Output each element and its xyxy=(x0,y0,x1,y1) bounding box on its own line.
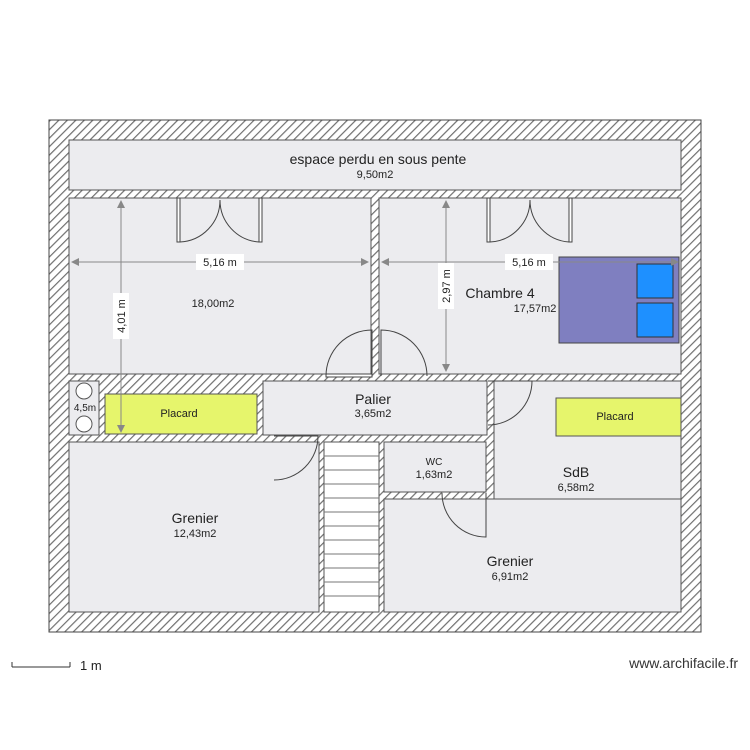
room-area-espace-perdu: 9,50m2 xyxy=(357,169,394,181)
fixture-circle-icon xyxy=(75,382,93,400)
room-name-wc: WC xyxy=(426,457,443,468)
room-area-grenier-right: 6,91m2 xyxy=(492,571,529,583)
dimension-right-width: 5,16 m xyxy=(512,257,546,269)
room-espace-perdu xyxy=(68,139,682,191)
room-area-wc: 1,63m2 xyxy=(416,469,453,481)
site-credit: www.archifacile.fr xyxy=(629,655,738,671)
room-wc xyxy=(383,441,487,493)
room-name-sdb: SdB xyxy=(563,464,589,480)
door-icon xyxy=(486,197,573,243)
door-icon xyxy=(176,197,263,243)
room-grenier-left xyxy=(68,441,320,613)
door-icon xyxy=(273,435,319,481)
room-grenier-right xyxy=(383,498,682,613)
room-name-espace-perdu: espace perdu en sous pente xyxy=(290,151,467,167)
scale-label: 1 m xyxy=(80,658,102,673)
room-area-chambre4: 17,57m2 xyxy=(514,303,557,315)
dimension-right-height: 2,97 m xyxy=(441,269,453,303)
staircase xyxy=(323,441,380,613)
fixture-circle-icon xyxy=(75,415,93,433)
room-area-palier: 3,65m2 xyxy=(355,408,392,420)
door-icon xyxy=(487,380,533,426)
small-closet-area: 4,5m xyxy=(74,403,96,414)
room-name-palier: Palier xyxy=(355,391,391,407)
room-area-chambre-left: 18,00m2 xyxy=(192,298,235,310)
door-icon xyxy=(380,329,428,377)
room-area-grenier-left: 12,43m2 xyxy=(174,528,217,540)
bed-icon xyxy=(558,256,680,344)
room-name-chambre4: Chambre 4 xyxy=(465,285,534,301)
room-area-sdb: 6,58m2 xyxy=(558,482,595,494)
placard-right-label: Placard xyxy=(596,411,633,423)
room-name-grenier-right: Grenier xyxy=(487,553,534,569)
placard-left-label: Placard xyxy=(160,408,197,420)
room-palier xyxy=(262,380,488,436)
room-name-grenier-left: Grenier xyxy=(172,510,219,526)
scale-bar xyxy=(11,662,71,668)
door-icon xyxy=(325,329,373,378)
dimension-left-width: 5,16 m xyxy=(203,257,237,269)
door-icon xyxy=(441,492,487,538)
room-chambre-left xyxy=(68,197,372,375)
placard-left xyxy=(104,393,258,435)
dimension-left-height: 4,01 m xyxy=(116,299,128,333)
placard-right xyxy=(555,397,682,437)
